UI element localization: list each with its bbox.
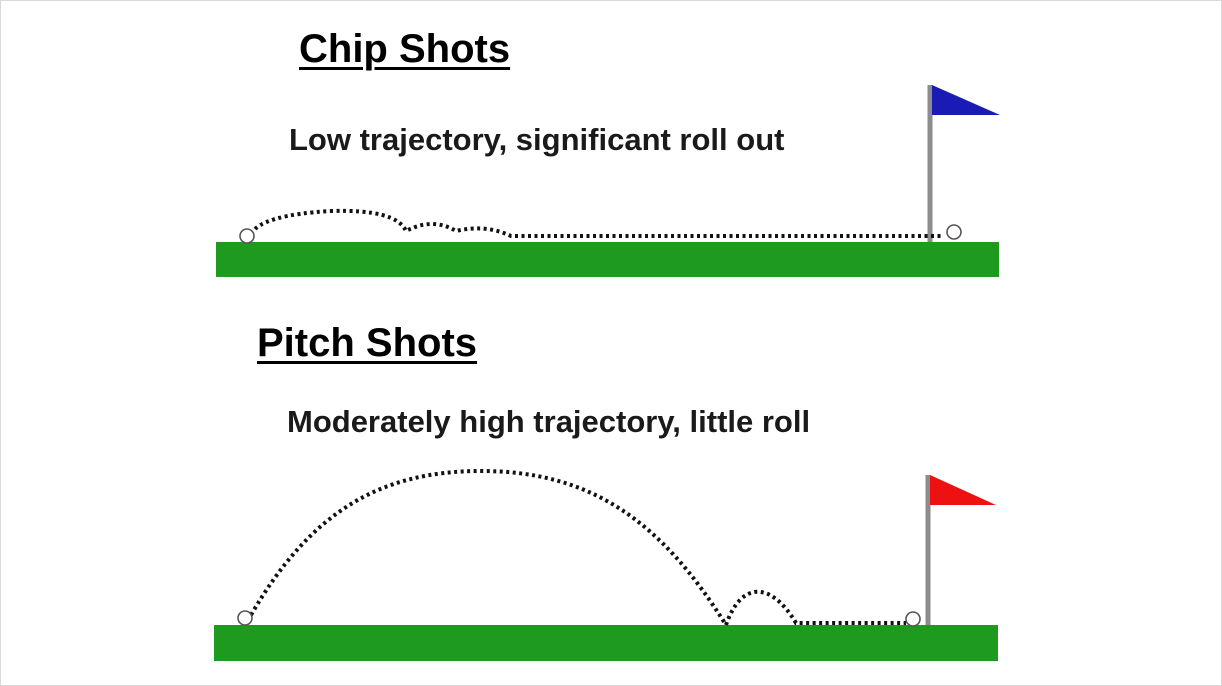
pitch-start-ball [237,610,253,626]
chip-flag-icon [932,85,1000,115]
chip-shots-title: Chip Shots [299,27,511,71]
pitch-shots-title: Pitch Shots [257,321,478,365]
chip-ball-path [249,208,944,238]
pitch-end-ball [905,611,921,627]
pitch-ball-path [249,468,906,630]
chip-start-ball [239,228,255,244]
chip-shot-diagram [216,85,1000,277]
pitch-flag-icon [930,475,996,505]
chip-shots-caption: Low trajectory, significant roll out [289,122,785,157]
chip-green-strip [216,242,999,277]
chip-end-ball [946,224,962,240]
pitch-green-strip [214,625,998,661]
pitch-shot-diagram [214,468,998,661]
pitch-shots-caption: Moderately high trajectory, little roll [287,404,811,439]
